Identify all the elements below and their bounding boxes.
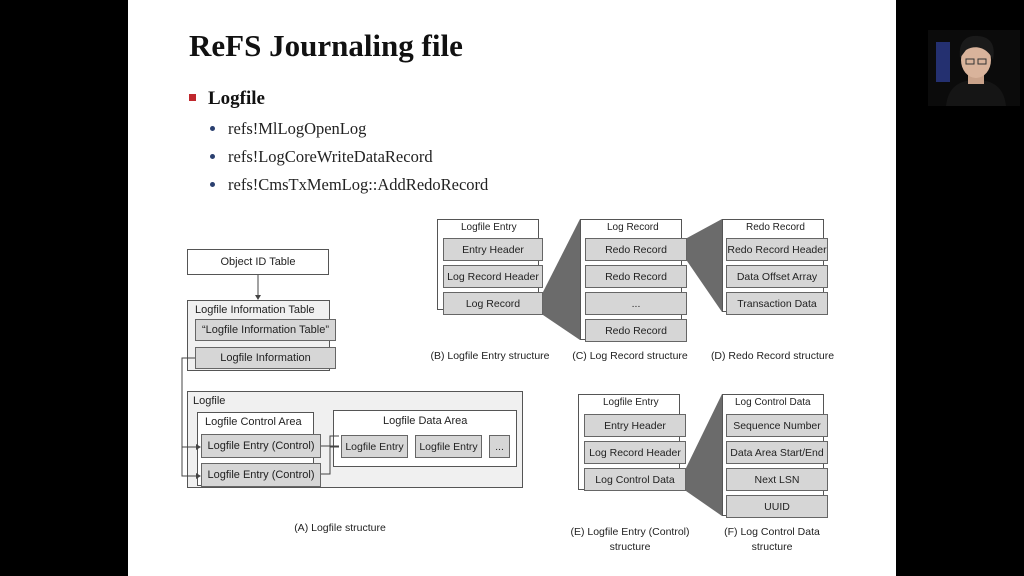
main-bullet: Logfile <box>189 88 265 110</box>
control-entry-box: Logfile Entry (Control) <box>201 463 321 487</box>
expansion-wedge-c-d <box>687 219 722 312</box>
redo-record-box: Redo Record <box>585 238 687 261</box>
arrow-head <box>196 444 201 450</box>
main-bullet-text: Logfile <box>208 88 265 109</box>
redo-record-title: Redo Record <box>746 222 805 233</box>
redo-record-box: Redo Record <box>585 319 687 342</box>
webcam-overlay <box>928 30 1020 106</box>
expansion-wedge-e-f <box>686 394 722 516</box>
uuid-box: UUID <box>726 495 828 518</box>
caption-f: (F) Log Control Data structure <box>707 525 837 555</box>
info-table-quote-box: “Logfile Information Table” <box>195 319 336 341</box>
link-line <box>321 435 339 447</box>
sub-bullet: refs!LogCoreWriteDataRecord <box>210 147 433 167</box>
sub-bullet-text: refs!CmsTxMemLog::AddRedoRecord <box>228 175 489 194</box>
log-record-header-box: Log Record Header <box>443 265 543 288</box>
data-entry-box: Logfile Entry <box>415 435 482 458</box>
ellipsis-box: ... <box>585 292 687 315</box>
object-id-table-box: Object ID Table <box>187 249 329 275</box>
sub-bullet: refs!MlLogOpenLog <box>210 119 366 139</box>
entry-header-box: Entry Header <box>443 238 543 261</box>
transaction-data-box: Transaction Data <box>726 292 828 315</box>
caption-c: (C) Log Record structure <box>572 350 688 362</box>
arrow-head <box>255 295 261 300</box>
caption-e: (E) Logfile Entry (Control) structure <box>565 525 695 555</box>
log-record-header-box: Log Record Header <box>584 441 686 464</box>
log-control-data-box: Log Control Data <box>584 468 686 491</box>
sequence-number-box: Sequence Number <box>726 414 828 437</box>
logfile-entry-title: Logfile Entry <box>461 222 517 233</box>
caption-f-line1: (F) Log Control Data <box>724 526 820 538</box>
log-control-data-title: Log Control Data <box>735 397 811 408</box>
redo-record-box: Redo Record <box>585 265 687 288</box>
slide-title: ReFS Journaling file <box>189 28 463 63</box>
data-area-start-end-box: Data Area Start/End <box>726 441 828 464</box>
control-entry-box: Logfile Entry (Control) <box>201 434 321 458</box>
arrow-head <box>196 473 201 479</box>
presenter-icon <box>928 30 1020 106</box>
caption-e-line2: structure <box>609 541 651 553</box>
logfile-entry-control-title: Logfile Entry <box>603 397 659 408</box>
sub-bullet: refs!CmsTxMemLog::AddRedoRecord <box>210 175 488 195</box>
data-area-title: Logfile Data Area <box>383 415 468 427</box>
caption-f-line2: structure <box>751 541 793 553</box>
bullet-dot-icon <box>210 125 215 131</box>
redo-record-header-box: Redo Record Header <box>726 238 828 261</box>
log-record-box: Log Record <box>443 292 543 315</box>
bullet-square-icon <box>189 94 196 102</box>
sub-bullet-text: refs!LogCoreWriteDataRecord <box>228 147 433 166</box>
expansion-wedge-b-c <box>543 219 580 340</box>
bullet-dot-icon <box>210 181 215 187</box>
log-record-title: Log Record <box>607 222 659 233</box>
caption-a: (A) Logfile structure <box>294 522 386 534</box>
link-line <box>321 446 339 475</box>
data-offset-array-box: Data Offset Array <box>726 265 828 288</box>
caption-b: (B) Logfile Entry structure <box>430 350 550 362</box>
control-area-title: Logfile Control Area <box>205 416 302 428</box>
next-lsn-box: Next LSN <box>726 468 828 491</box>
bullet-dot-icon <box>210 153 215 159</box>
info-table-title: Logfile Information Table <box>195 304 315 316</box>
caption-e-line1: (E) Logfile Entry (Control) <box>570 526 690 538</box>
logfile-information-box: Logfile Information <box>195 347 336 369</box>
entry-header-box: Entry Header <box>584 414 686 437</box>
sub-bullet-text: refs!MlLogOpenLog <box>228 119 367 138</box>
logfile-label: Logfile <box>193 395 226 407</box>
data-ellipsis-box: ... <box>489 435 510 458</box>
link-line <box>181 357 199 477</box>
data-entry-box: Logfile Entry <box>341 435 408 458</box>
caption-d: (D) Redo Record structure <box>710 350 835 362</box>
